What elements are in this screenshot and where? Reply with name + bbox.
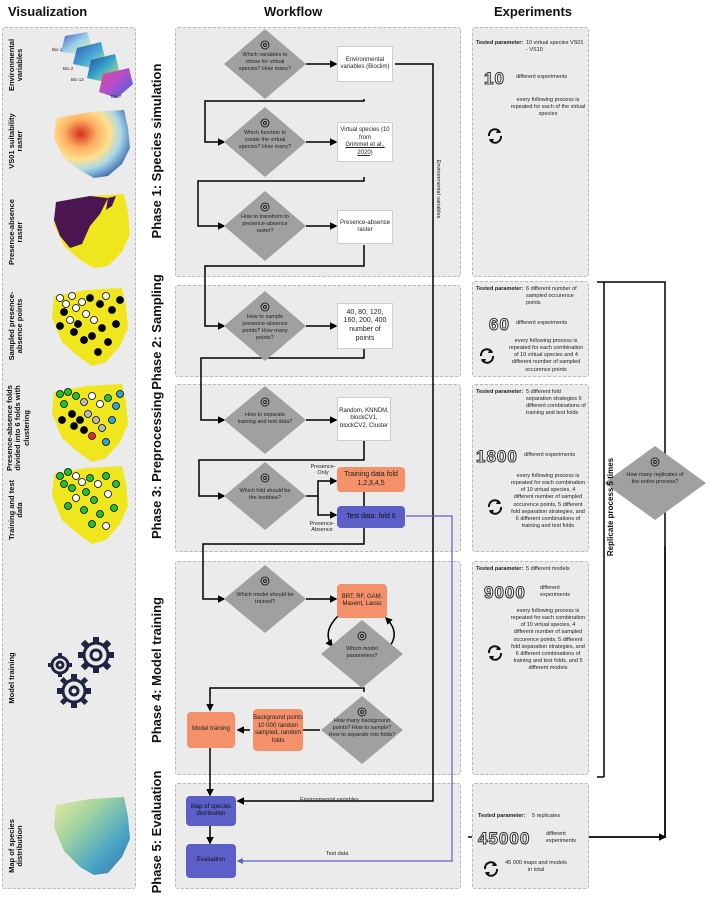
bio-label-1: Bio 1 xyxy=(52,47,63,52)
cycle-icon xyxy=(483,861,499,877)
p4-diamond-3-text: How many background points? How to sampl… xyxy=(328,718,396,738)
p2-diamond-1-text: How to sample presence-absence points? H… xyxy=(242,314,288,341)
bio-label-7: Bio 7 xyxy=(111,94,122,99)
p1-virtual-species-text: Virtual species (10 from xyxy=(340,127,390,141)
p1-diamond-3 xyxy=(224,191,306,261)
sampled-points-image xyxy=(52,288,128,366)
folds-image xyxy=(52,384,128,462)
p4-models-box: BRT, RF, GAM, Maxent, Lasso xyxy=(337,584,387,618)
exp1-number: 10 xyxy=(484,69,505,88)
exp2-repeat: every following process is repeated for … xyxy=(508,338,584,373)
p4-diamond-3 xyxy=(321,696,403,764)
p4-model-training-box: Model training xyxy=(187,712,235,748)
exp4-tested-label: Tested parameter: xyxy=(476,566,524,572)
phase2-panel xyxy=(175,285,461,377)
p1-diamond-2 xyxy=(224,107,306,177)
p3-diamond-2 xyxy=(224,462,306,530)
p3-diamond-1-text: How to separate training and test data? xyxy=(237,412,293,425)
exp4-number: 9000 xyxy=(484,583,526,602)
p1-diamond-1-text: Which variables to chose for virtual spe… xyxy=(238,52,292,72)
p5-species-map-box: Map of species distribution xyxy=(186,796,236,826)
p4-diamond-2 xyxy=(321,620,403,688)
exp1-number-text: different experiments xyxy=(516,74,568,80)
p4-background-box: Background points 10 000 random sampled,… xyxy=(253,709,303,751)
bio-label-2: Bio 2 xyxy=(63,66,74,71)
exp4-repeat: every following process is repeated for … xyxy=(510,608,586,672)
exp4-param: 5 different models xyxy=(526,566,570,572)
exp3-param: 5 different fold separation strategies 6… xyxy=(526,389,586,417)
exp1-param: 10 virtual species VS01 - VS10 xyxy=(526,40,584,54)
train-test-image xyxy=(52,466,128,544)
replicate-label: Replicate process 5 times xyxy=(606,457,615,557)
test-data-line-label: Test data xyxy=(326,851,349,857)
header-workflow: Workflow xyxy=(264,4,323,19)
p3-presence-absence-label: Presence-Absence xyxy=(309,521,335,533)
exp5-repeat: 45 000 maps and models in total xyxy=(505,860,567,874)
p3-diamond-1 xyxy=(224,386,306,454)
replicate-diamond xyxy=(604,446,706,520)
cycle-icon xyxy=(487,499,503,515)
p1-virtual-species-box: Virtual species (10 from Grimmet et al.,… xyxy=(337,122,393,162)
exp3-tested-label: Tested parameter: xyxy=(476,389,524,395)
p2-diamond-1 xyxy=(224,291,306,361)
header-visualization: Visualization xyxy=(8,4,88,19)
exp1-tested-label: Tested parameter: xyxy=(476,40,524,46)
header-experiments: Experiments xyxy=(494,4,573,19)
p3-diamond-2-text: Which fold should be the testdata? xyxy=(239,488,291,501)
cycle-icon xyxy=(487,128,503,144)
exp5-number-text: different experiments xyxy=(546,831,576,845)
exp5-tested-label: Tested parameter: xyxy=(478,813,526,819)
phase1-panel xyxy=(175,27,461,277)
p1-pa-raster-box: Presence-absence raster xyxy=(337,210,393,244)
pa-raster-image xyxy=(54,194,130,268)
p3-test-data-box: Test data: fold 6 xyxy=(337,506,405,528)
p1-diamond-3-text: How to transform to presence-absence ras… xyxy=(241,214,289,234)
exp3-panel xyxy=(472,384,589,552)
exp5-param: 5 replicates xyxy=(532,813,561,819)
p4-diamond-1-text: Which model should be trained? xyxy=(236,592,294,605)
exp5-number: 45000 xyxy=(477,829,531,848)
exp5-panel xyxy=(472,783,589,889)
model-training-gears-icon xyxy=(48,637,114,708)
p4-diamond-1 xyxy=(224,565,306,633)
p2-points-box: 40, 80, 120, 160, 200, 400 number of poi… xyxy=(337,303,393,349)
env-variables-image: Bio 1 Bio 2 Bio 12 Bio 7 xyxy=(52,32,133,99)
p3-strategies-box: Random, KNNDM, blockCV1, blockCV2, Clust… xyxy=(337,397,391,441)
p3-training-data-box: Training data fold 1,2,3,4,5 xyxy=(337,467,405,492)
cycle-icon xyxy=(479,348,495,364)
env-variables-vertical-label: Environmental variables xyxy=(435,159,441,219)
bio-label-12: Bio 12 xyxy=(71,77,84,82)
exp1-repeat: every following process is repeated for … xyxy=(510,97,586,118)
vs01-raster-image xyxy=(54,110,130,178)
species-map-image xyxy=(54,797,130,875)
exp2-tested-label: Tested parameter: xyxy=(476,286,524,292)
p1-diamond-2-text: Which function to create the virtual spe… xyxy=(238,130,292,150)
exp3-number: 1800 xyxy=(476,447,518,466)
exp3-number-text: different experiments xyxy=(524,452,576,458)
exp2-number-text: different experiments xyxy=(516,320,568,326)
exp4-panel xyxy=(472,561,589,775)
exp4-number-text: different experiments xyxy=(540,585,570,599)
exp1-panel xyxy=(472,27,589,277)
exp2-number: 60 xyxy=(489,315,510,334)
replicate-question: How many replicates of the entire proces… xyxy=(626,472,684,485)
exp3-repeat: every following process is repeated for … xyxy=(510,473,586,529)
cycle-icon xyxy=(487,645,503,661)
p1-env-variables-box: Environmental variables (Bioclim) xyxy=(337,46,393,82)
p3-presence-only-label: Presence-Only xyxy=(310,464,336,476)
p5-evaluation-box: Evaluation xyxy=(186,844,236,878)
phase3-panel xyxy=(175,384,461,552)
p4-diamond-2-text: Which model parameters? xyxy=(346,646,378,659)
p1-diamond-1 xyxy=(224,29,306,99)
env-variables-line-label: Environmental variables xyxy=(300,797,359,803)
exp2-param: 6 different number of sampled occurence … xyxy=(526,286,577,307)
p1-virtual-species-ref: Grimmet et al., 2020) xyxy=(345,142,385,156)
